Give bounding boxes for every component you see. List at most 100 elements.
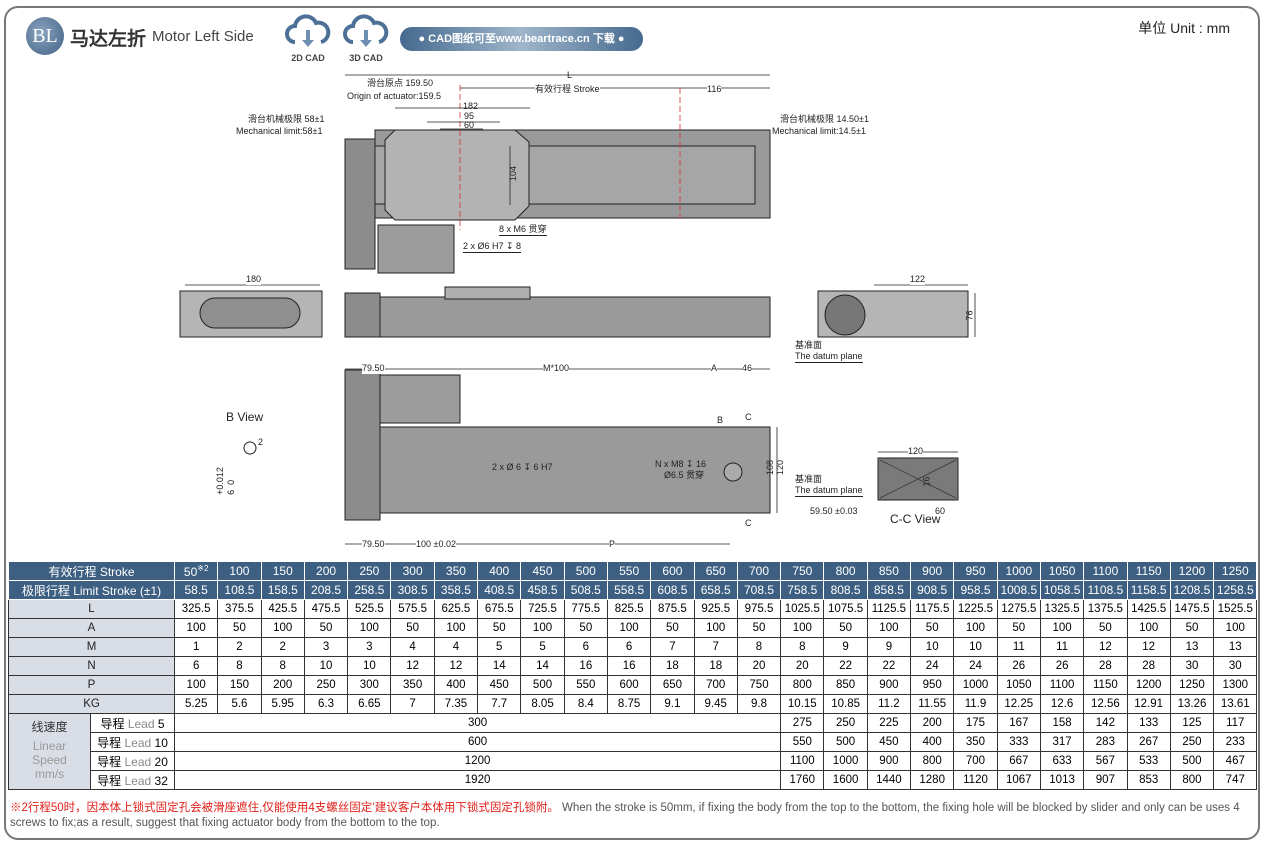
speed-cell: 250 <box>1169 732 1215 752</box>
table-cell: 100 <box>1039 618 1085 638</box>
speed-cell: 1013 <box>1039 770 1085 790</box>
table-cell: 1175.5 <box>910 599 955 619</box>
stroke-cell: 100 <box>217 561 262 581</box>
limit-stroke-cell: 358.5 <box>433 580 479 600</box>
title-en: Motor Left Side <box>152 28 254 45</box>
dim-104: 104 <box>508 165 519 182</box>
stroke-cell: 1100 <box>1083 561 1128 581</box>
table-cell: 5.6 <box>217 694 262 714</box>
table-cell: 18 <box>650 656 695 676</box>
table-cell: 900 <box>866 675 912 695</box>
table-cell: 825.5 <box>606 599 652 619</box>
table-cell: 12 <box>433 656 479 676</box>
table-cell: 300 <box>347 675 392 695</box>
table-cell: 30 <box>1169 656 1215 676</box>
table-cell: 675.5 <box>477 599 522 619</box>
limit-stroke-label: 极限行程 Limit Stroke (±1) <box>8 580 175 600</box>
speed-cell: 1280 <box>910 770 955 790</box>
mech-left-cn: 滑台机械极限 58±1 <box>248 114 325 124</box>
speed-merged-cell: 600 <box>173 732 782 752</box>
dim-60: 60 <box>464 120 475 130</box>
table-cell: 10.85 <box>823 694 868 714</box>
stroke-cell: 800 <box>823 561 868 581</box>
section-C-top: C <box>745 412 752 422</box>
speed-cell: 800 <box>1169 770 1215 790</box>
speed-merged-cell: 1920 <box>173 770 782 790</box>
table-cell: 26 <box>1039 656 1085 676</box>
table-cell: 5.95 <box>260 694 305 714</box>
lead-value: 5 <box>157 716 165 731</box>
table-cell: 200 <box>260 675 305 695</box>
row-label: M <box>8 637 175 657</box>
speed-cell: 467 <box>1213 751 1258 771</box>
limit-stroke-cell: 158.5 <box>260 580 305 600</box>
lead-cn: 导程 <box>100 716 125 731</box>
table-cell: 8.4 <box>563 694 608 714</box>
table-cell: 14 <box>520 656 565 676</box>
table-cell: 50 <box>823 618 868 638</box>
cad-2d-download[interactable]: 2D CAD <box>285 14 331 66</box>
speed-cell: 225 <box>866 713 912 733</box>
stroke-cell: 650 <box>693 561 738 581</box>
table-cell: 1425.5 <box>1126 599 1171 619</box>
table-cell: 13 <box>1169 637 1215 657</box>
limit-stroke-cell: 408.5 <box>477 580 522 600</box>
table-cell: 11.2 <box>866 694 912 714</box>
speed-cell: 133 <box>1126 713 1171 733</box>
table-cell: 100 <box>693 618 738 638</box>
cad-3d-download[interactable]: 3D CAD <box>343 14 389 66</box>
table-cell: 350 <box>390 675 435 695</box>
table-cell: 12 <box>1126 637 1171 657</box>
lead-value: 32 <box>154 773 168 788</box>
limit-stroke-cell: 1208.5 <box>1169 580 1215 600</box>
speed-label-en: Linear Speed mm/s <box>32 739 67 781</box>
stroke-cell: 1000 <box>996 561 1041 581</box>
datum-en-2: The datum plane <box>795 485 863 497</box>
limit-stroke-cell: 708.5 <box>736 580 782 600</box>
table-cell: 4 <box>390 637 435 657</box>
dim-120: 120 <box>775 459 786 476</box>
table-cell: 13.26 <box>1169 694 1215 714</box>
stroke-cell: 1150 <box>1126 561 1171 581</box>
pin2-callout: 2 x Ø 6 ↧ 6 H7 <box>492 462 553 472</box>
table-cell: 8 <box>217 656 262 676</box>
table-cell: 1275.5 <box>996 599 1041 619</box>
table-cell: 22 <box>823 656 868 676</box>
m6-callout: 8 x M6 贯穿 <box>499 224 547 236</box>
stroke-cell: 850 <box>866 561 912 581</box>
table-cell: 50 <box>477 618 522 638</box>
speed-cell: 250 <box>823 713 868 733</box>
cad-download-link[interactable]: ● CAD图纸可至www.beartrace.cn 下载 ● <box>400 27 643 51</box>
speed-cell: 275 <box>780 713 825 733</box>
table-cell: 100 <box>173 618 219 638</box>
limit-stroke-cell: 608.5 <box>650 580 695 600</box>
footnote-cn: ※2行程50时，因本体上锁式固定孔会被滑座遮住,仅能使用4支螺丝固定’建议客户本… <box>10 802 559 814</box>
limit-stroke-cell: 258.5 <box>347 580 392 600</box>
table-cell: 9 <box>866 637 912 657</box>
speed-cell: 1000 <box>823 751 868 771</box>
limit-stroke-cell: 308.5 <box>390 580 435 600</box>
dim-stroke: 有效行程 Stroke <box>535 84 600 95</box>
table-cell: 6.3 <box>303 694 349 714</box>
lead-label: 导程 Lead 5 <box>90 713 175 733</box>
table-cell: 8 <box>260 656 305 676</box>
table-cell: 500 <box>520 675 565 695</box>
speed-cell: 1600 <box>823 770 868 790</box>
datum-cn: 基准面 <box>795 340 823 350</box>
table-cell: 150 <box>217 675 262 695</box>
table-cell: 6 <box>606 637 652 657</box>
speed-cell: 1120 <box>953 770 998 790</box>
table-cell: 425.5 <box>260 599 305 619</box>
speed-cell: 800 <box>910 751 955 771</box>
speed-cell: 125 <box>1169 713 1215 733</box>
speed-cell: 1100 <box>780 751 825 771</box>
limit-stroke-cell: 108.5 <box>217 580 262 600</box>
table-cell: 11 <box>996 637 1041 657</box>
limit-stroke-cell: 458.5 <box>520 580 565 600</box>
table-cell: 7.35 <box>433 694 479 714</box>
stroke-cell: 250 <box>347 561 392 581</box>
table-cell: 6 <box>173 656 219 676</box>
speed-cell: 283 <box>1083 732 1128 752</box>
dim-120-cc: 120 <box>908 446 924 457</box>
